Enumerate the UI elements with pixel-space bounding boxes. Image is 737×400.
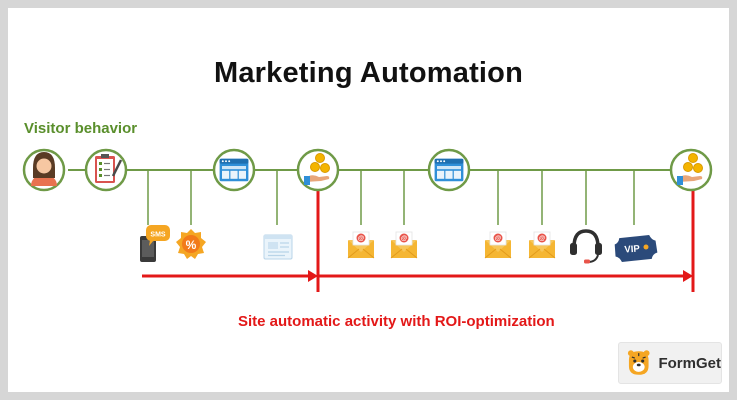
activity-timeline: [142, 190, 695, 292]
discount-badge-icon: %: [176, 229, 206, 259]
conversion-node-1: [296, 148, 340, 192]
site-activity-label: Site automatic activity with ROI-optimiz…: [238, 313, 555, 330]
website-node-1: [212, 148, 256, 192]
tiger-mascot-icon: [627, 350, 650, 375]
email-icon-3: @: [484, 231, 512, 259]
email-icon-2: @: [390, 231, 418, 259]
user-avatar-icon: [31, 152, 57, 186]
vip-text: VIP: [624, 243, 641, 255]
browser-icon: [434, 158, 464, 182]
frame: [8, 8, 729, 392]
email-icon-4: @: [528, 231, 556, 259]
vip-ticket-icon: VIP: [614, 235, 658, 263]
sms-icon: SMS: [140, 225, 170, 262]
page-title: Marketing Automation: [213, 57, 524, 89]
brand-name: FormGet: [658, 354, 721, 372]
svg-text:@: @: [539, 235, 545, 242]
sms-text: SMS: [150, 232, 166, 239]
user-node: [22, 148, 66, 192]
discount-symbol: %: [186, 238, 197, 252]
svg-text:@: @: [358, 235, 364, 242]
browser-icon: [219, 158, 249, 182]
website-node-2: [427, 148, 471, 192]
svg-text:@: @: [401, 235, 407, 242]
conversion-node-2: [669, 148, 713, 192]
headset-icon: [570, 229, 602, 264]
checklist-icon: [95, 154, 123, 183]
timeline-drops: [147, 170, 635, 225]
formget-logo: FormGet: [618, 342, 722, 384]
webpage-icon: [263, 234, 293, 260]
survey-node: [84, 148, 128, 192]
svg-text:@: @: [495, 235, 501, 242]
email-icon-1: @: [347, 231, 375, 259]
visitor-behavior-label: Visitor behavior: [24, 120, 138, 137]
